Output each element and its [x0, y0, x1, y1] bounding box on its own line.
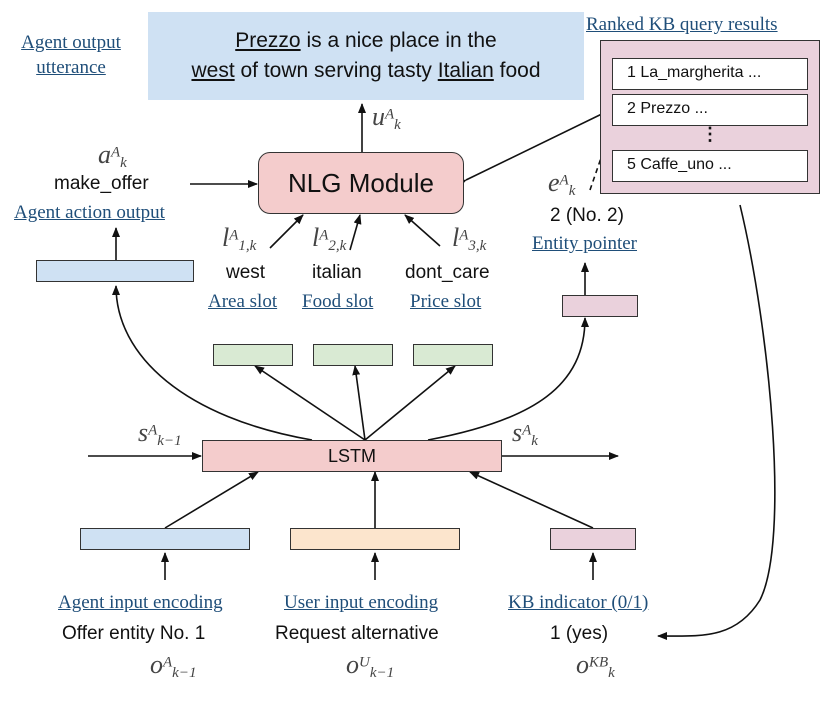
user-input-value: Request alternative [275, 623, 439, 644]
kb-results-title: Ranked KB query results [586, 14, 778, 35]
entity-value: 2 (No. 2) [550, 205, 624, 226]
utterance-highlight: Italian [437, 59, 494, 82]
kb-result-2: 2 Prezzo ... [612, 94, 808, 126]
area-slot-label: Area slot [208, 291, 278, 312]
price-slot-label: Price slot [410, 291, 482, 312]
user-input-box [290, 528, 460, 550]
l1-var: lA1,k [222, 223, 257, 255]
action-value: make_offer [54, 173, 149, 194]
o-user-var: oUk−1 [346, 650, 395, 682]
food-slot-value: italian [312, 262, 362, 283]
arrow-food-nlg [349, 214, 362, 251]
utterance-run: food [493, 59, 541, 82]
a-var: aAk [98, 140, 127, 172]
agent-input-value: Offer entity No. 1 [62, 623, 206, 644]
lstm-label: LSTM [327, 446, 376, 466]
o-kb-var: oKBk [576, 650, 615, 682]
area-slot-box [213, 344, 293, 366]
o-agent-var: oAk−1 [150, 650, 197, 682]
agent-output-utterance-label: Agent output utterance [21, 32, 121, 78]
s-prev-var: sAk−1 [138, 418, 182, 450]
arrow-kb-indicator [657, 204, 776, 641]
utterance-highlight: Prezzo [235, 29, 301, 52]
utterance-text: Prezzo is a nice place in the west of tow… [148, 26, 584, 86]
arrow-lstm-price [364, 365, 456, 441]
arrow-nlg-kb [456, 109, 611, 188]
utterance-panel: Prezzo is a nice place in the west of tow… [148, 12, 584, 100]
arrow-agent-enc-lstm [164, 471, 259, 529]
kb-ellipsis: ⋮ [701, 124, 719, 144]
arrow-kb-ind-lstm [469, 471, 594, 529]
kb-result-2-text: 2 Prezzo ... [627, 100, 708, 117]
utterance-run: of town serving tasty [234, 59, 438, 82]
kb-result-3: 5 Caffe_uno ... [612, 150, 808, 182]
nlg-module-label: NLG Module [288, 168, 434, 198]
agent-input-label: Agent input encoding [58, 592, 223, 613]
arrow-lstm-food [352, 365, 366, 441]
entity-pointer-label: Entity pointer [532, 233, 638, 254]
lstm-box: LSTM [202, 440, 502, 472]
entity-pointer-box [562, 295, 638, 317]
kb-indicator-label: KB indicator (0/1) [508, 592, 649, 613]
kb-result-3-text: 5 Caffe_uno ... [627, 156, 732, 173]
action-output-label: Agent action output [14, 202, 165, 223]
area-slot-value: west [226, 262, 266, 283]
kb-result-1-text: 1 La_margherita ... [627, 64, 762, 81]
agent-input-box [80, 528, 250, 550]
food-slot-box [313, 344, 393, 366]
kb-indicator-value: 1 (yes) [550, 623, 609, 644]
food-slot-label: Food slot [302, 291, 374, 312]
action-output-box [36, 260, 194, 282]
l3-var: lA3,k [452, 223, 487, 255]
arrow-lstm-area [254, 365, 366, 441]
u-var: uAk [372, 102, 401, 134]
arrow-lstm-entity [427, 317, 589, 441]
price-slot-value: dont_care [405, 262, 490, 283]
user-input-label: User input encoding [284, 592, 439, 613]
arrow-area-nlg [269, 214, 304, 249]
kb-indicator-box [550, 528, 636, 550]
arrow-price-nlg [404, 214, 441, 247]
utterance-run: is a nice place in the [300, 29, 497, 52]
utterance-highlight: west [191, 59, 235, 82]
e-var: eAk [548, 168, 576, 200]
price-slot-box [413, 344, 493, 366]
arrow-lstm-action [112, 285, 313, 441]
l2-var: lA2,k [312, 223, 347, 255]
kb-result-1: 1 La_margherita ... [612, 58, 808, 90]
nlg-module: NLG Module [258, 152, 464, 214]
s-next-var: sAk [512, 418, 538, 450]
